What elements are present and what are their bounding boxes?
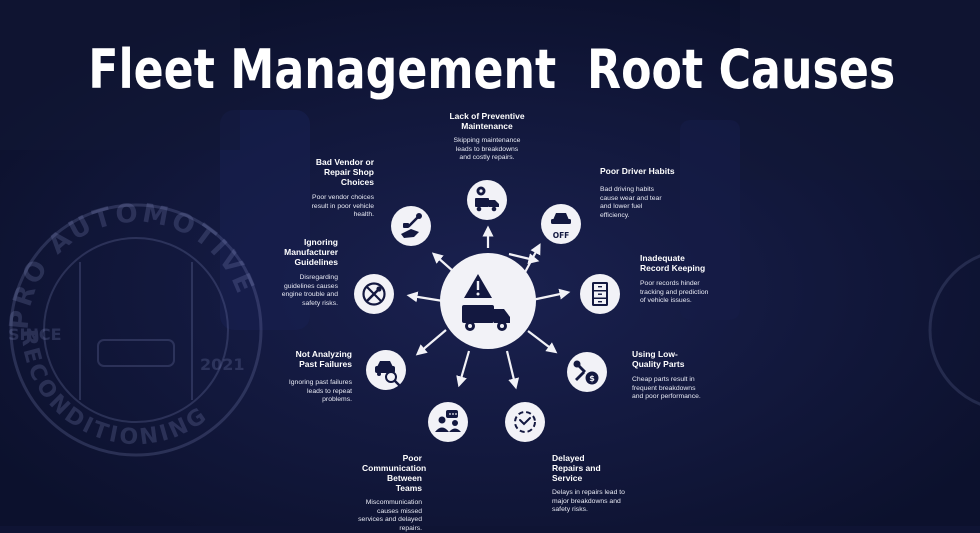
cause-node-3 — [580, 274, 620, 314]
hub-node — [440, 253, 536, 349]
arrow-line — [412, 296, 443, 301]
cause-description: Poor vendor choices result in poor vehic… — [306, 194, 374, 220]
cause-title: Bad Vendor or Repair Shop Choices — [312, 157, 374, 187]
svg-text:$: $ — [589, 374, 595, 383]
arrow-line — [509, 254, 534, 260]
arrow-line — [436, 256, 454, 272]
cause-5: Delayed Repairs and Service Delays in re… — [552, 453, 632, 515]
arrow-line — [528, 331, 553, 350]
cause-node-1 — [467, 180, 507, 220]
cause-description: Cheap parts result in frequent breakdown… — [632, 376, 708, 402]
cause-description: Delays in repairs lead to major breakdow… — [552, 489, 628, 515]
cause-3: Inadequate Record Keeping Poor records h… — [640, 253, 720, 306]
arrow-line — [532, 293, 565, 300]
cause-1: Lack of Preventive Maintenance Skipping … — [427, 111, 547, 163]
cause-title: Ignoring Manufacturer Guidelines — [282, 237, 338, 267]
cause-node-7 — [366, 350, 406, 390]
cause-node-8 — [354, 274, 394, 314]
cause-title: Lack of Preventive Maintenance — [427, 111, 547, 131]
cause-description: Skipping maintenance leads to breakdowns… — [427, 137, 547, 163]
svg-text:OFF: OFF — [553, 231, 570, 240]
cause-9: Bad Vendor or Repair Shop Choices Poor v… — [296, 157, 374, 220]
arrow-line — [507, 351, 515, 384]
cause-title: Inadequate Record Keeping — [640, 253, 712, 273]
cause-description: Miscommunication causes missed services … — [358, 499, 422, 533]
cause-2: Poor Driver Habits Bad driving habits ca… — [600, 166, 680, 220]
arrow-line — [420, 330, 446, 352]
cause-4: Using Low-Quality Parts Cheap parts resu… — [632, 349, 714, 402]
cause-description: Disregarding guidelines causes engine tr… — [270, 274, 338, 308]
filing-cabinet-icon — [592, 282, 608, 306]
cause-node-5 — [505, 402, 545, 442]
cause-node-9 — [391, 206, 431, 246]
cause-node-6 — [428, 402, 468, 442]
cause-node-4: $ — [567, 352, 607, 392]
cause-title: Using Low-Quality Parts — [632, 349, 702, 369]
cause-description: Poor records hinder tracking and predict… — [640, 280, 714, 306]
cause-node-2: OFF — [541, 204, 581, 244]
cause-description: Ignoring past failures leads to repeat p… — [282, 379, 352, 405]
cause-title: Not Analyzing Past Failures — [276, 349, 352, 369]
cause-title: Poor Communication Between Teams — [362, 453, 422, 493]
page-title: Fleet Management Root Causes — [88, 38, 892, 101]
cause-6: Poor Communication Between Teams Miscomm… — [342, 453, 422, 533]
cause-title: Delayed Repairs and Service — [552, 453, 616, 483]
cause-7: Not Analyzing Past Failures Ignoring pas… — [270, 349, 352, 405]
cause-description: Bad driving habits cause wear and tear a… — [600, 186, 670, 220]
arrow-line — [460, 351, 469, 382]
cause-title: Poor Driver Habits — [600, 166, 680, 176]
cause-8: Ignoring Manufacturer Guidelines Disrega… — [262, 237, 338, 308]
